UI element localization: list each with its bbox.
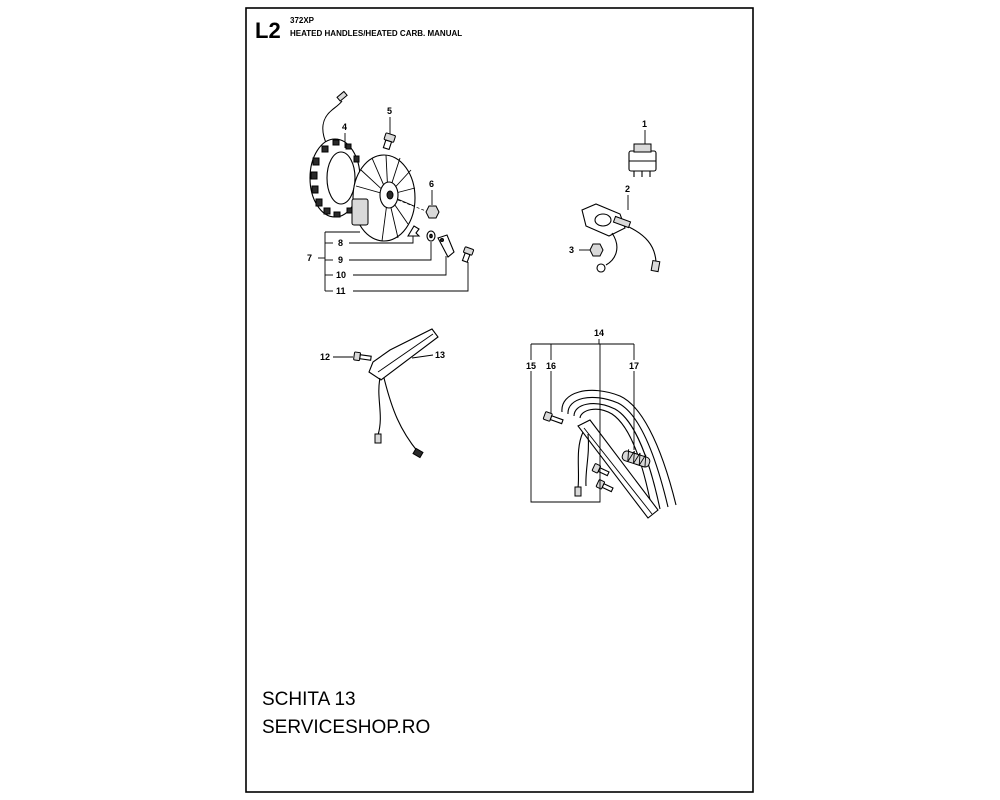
- leaders-group-d: [530, 339, 635, 503]
- model-name: 372XP: [290, 16, 315, 25]
- callout-3: 3: [569, 245, 574, 255]
- heater-element-13: [368, 328, 439, 459]
- callout-17: 17: [629, 361, 639, 371]
- nut-6: [425, 205, 440, 219]
- page-frame: [245, 7, 754, 793]
- screw-small-a: [591, 463, 610, 477]
- callout-2: 2: [625, 184, 630, 194]
- callout-11: 11: [336, 286, 346, 296]
- handlebar-wire-a: [577, 431, 584, 489]
- heating-element-17: [621, 449, 651, 468]
- front-handle-heater-group: [353, 328, 439, 459]
- diagram-title: HEATED HANDLES/HEATED CARB. MANUAL: [290, 29, 462, 38]
- screw-15: [542, 411, 564, 425]
- nut-3: [589, 243, 604, 257]
- callout-labels: 1 2 3 4 5 6 7 8 9 10 11 12 13 14 15 16 1…: [307, 106, 647, 371]
- stator-wire: [322, 100, 343, 146]
- footer-schema: SCHITA 13: [262, 689, 356, 710]
- screw-11: [461, 246, 475, 263]
- handlebar-wire-b: [585, 433, 589, 487]
- callout-4: 4: [342, 122, 347, 132]
- callout-9: 9: [338, 255, 343, 265]
- rear-handle-heater-group: [542, 389, 677, 519]
- axis-line: [397, 199, 427, 212]
- callout-12: 12: [320, 352, 330, 362]
- callout-7: 7: [307, 253, 312, 263]
- wire-connector-a: [574, 486, 582, 497]
- diagram-code: L2: [255, 18, 281, 43]
- callout-13: 13: [435, 350, 445, 360]
- washer-9-hole: [429, 233, 433, 239]
- callout-8: 8: [338, 238, 343, 248]
- carb-heater-2: [581, 203, 661, 273]
- key-8: [407, 225, 421, 237]
- callout-15: 15: [526, 361, 536, 371]
- stator-coil: [309, 138, 361, 218]
- stator-flywheel-group: [309, 90, 475, 263]
- footer-site: SERVICESHOP.RO: [262, 717, 430, 738]
- callout-10: 10: [336, 270, 346, 280]
- callout-1: 1: [642, 119, 647, 129]
- screw-5: [382, 132, 396, 151]
- flywheel: [351, 154, 416, 242]
- handlebar-14: [561, 389, 677, 519]
- callout-14: 14: [594, 328, 604, 338]
- leaders-group-a: [318, 117, 469, 292]
- callout-16: 16: [546, 361, 556, 371]
- stator-wire-connector: [336, 90, 348, 102]
- carb-heater-group: [581, 143, 661, 273]
- plate-10-hole: [440, 238, 444, 242]
- callout-6: 6: [429, 179, 434, 189]
- callout-5: 5: [387, 106, 392, 116]
- screw-12: [353, 351, 372, 362]
- switch-1: [628, 143, 657, 177]
- leaders-group-b: [579, 130, 646, 251]
- leaders-group-c: [333, 354, 434, 359]
